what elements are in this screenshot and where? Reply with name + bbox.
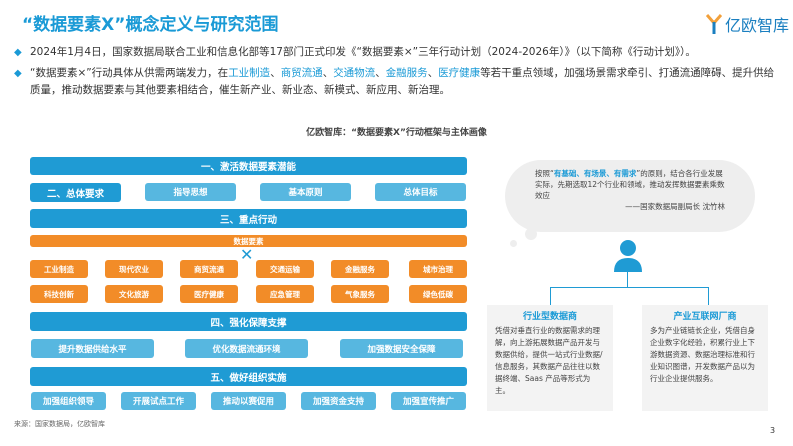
cloud-dot xyxy=(510,240,517,247)
s5-item: 加强资金支持 xyxy=(301,392,376,410)
focus-area: 城市治理 xyxy=(409,260,467,278)
focus-area: 绿色低碳 xyxy=(409,285,467,303)
focus-area: 应急管理 xyxy=(256,285,314,303)
logo-icon xyxy=(706,14,722,34)
s2-item: 总体目标 xyxy=(375,183,466,201)
logo: 亿欧智库 xyxy=(706,12,789,36)
s5-item: 加强宣传推广 xyxy=(391,392,466,410)
bullet-1: ◆2024年1月4日，国家数据局联合工业和信息化部等17部门正式印发《“数据要素… xyxy=(14,44,784,61)
s5-item: 加强组织领导 xyxy=(31,392,106,410)
s4-item: 提升数据供给水平 xyxy=(31,339,154,358)
focus-area: 科技创新 xyxy=(30,285,88,303)
card-industry-data-vendor: 行业型数据商凭借对垂直行业的数据需求的理解，向上游拓展数据产品开发与数据供给，提… xyxy=(487,305,613,411)
data-element-bar: 数据要素 xyxy=(30,235,467,247)
chart-title: 亿欧智库：“数据要素X”行动框架与主体画像 xyxy=(306,128,487,138)
connector-line xyxy=(550,287,551,305)
focus-area: 医疗健康 xyxy=(180,285,238,303)
quote-text: 按照“有基础、有场景、有需求”的原则，结合各行业发展实际，先期选取12个行业和领… xyxy=(535,169,725,211)
person-icon xyxy=(614,240,642,272)
focus-area: 现代农业 xyxy=(105,260,163,278)
bullet-2: ◆“数据要素×”行动具体从供需两端发力，在工业制造、商贸流通、交通物流、金融服务… xyxy=(14,65,784,99)
quote-cloud xyxy=(505,160,755,232)
focus-area: 金融服务 xyxy=(331,260,389,278)
page-number: 3 xyxy=(770,426,776,435)
card-industrial-internet-vendor: 产业互联网厂商多为产业链链长企业，凭借自身企业数字化经验，积累行业上下游数据资源… xyxy=(642,305,768,411)
connector-line xyxy=(708,287,709,305)
diamond-icon: ◆ xyxy=(14,68,22,79)
focus-area: 商贸流通 xyxy=(180,260,238,278)
s2-item: 指导思想 xyxy=(145,183,236,201)
connector-line xyxy=(627,272,628,287)
focus-area: 工业制造 xyxy=(30,260,88,278)
focus-area: 气象服务 xyxy=(331,285,389,303)
multiply-icon: ✕ xyxy=(240,245,254,264)
s2-item: 基本原则 xyxy=(260,183,351,201)
logo-text: 亿欧智库 xyxy=(725,16,790,35)
s5-item: 开展试点工作 xyxy=(121,392,196,410)
section-4: 四、强化保障支撑 xyxy=(30,312,467,331)
s4-item: 加强数据安全保障 xyxy=(340,339,463,358)
s5-item: 推动以赛促用 xyxy=(211,392,286,410)
section-5: 五、做好组织实施 xyxy=(30,367,467,386)
source-note: 来源：国家数据局，亿欧智库 xyxy=(14,420,105,428)
section-2: 二、总体要求 xyxy=(30,183,121,202)
focus-area: 文化旅游 xyxy=(105,285,163,303)
s4-item: 优化数据流通环境 xyxy=(185,339,308,358)
cloud-dot xyxy=(525,228,537,240)
focus-area: 交通运输 xyxy=(256,260,314,278)
section-1: 一、激活数据要素潜能 xyxy=(30,157,467,175)
page-title: “数据要素X”概念定义与研究范围 xyxy=(22,15,279,35)
connector-line xyxy=(550,287,709,288)
diamond-icon: ◆ xyxy=(14,47,22,58)
section-3: 三、重点行动 xyxy=(30,209,467,228)
